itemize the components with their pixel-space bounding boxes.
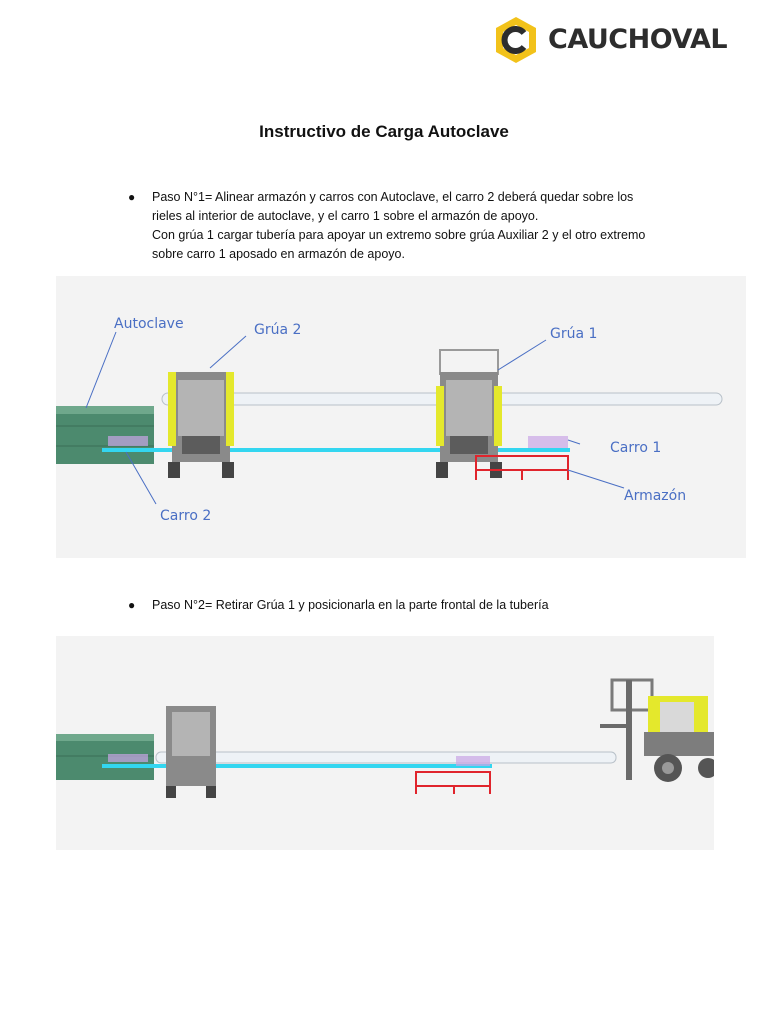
- autoclave-vessel: [56, 734, 154, 780]
- page-title: Instructivo de Carga Autoclave: [259, 122, 509, 141]
- label-armazon: Armazón: [624, 488, 686, 504]
- step-2: ● Paso N°2= Retirar Grúa 1 y posicionarl…: [128, 596, 672, 615]
- forklift-grua-1: [436, 349, 502, 478]
- figure-step-1: Autoclave Grúa 2 Grúa 1 Carro 1 Armazón …: [56, 276, 746, 558]
- rail-track: [102, 764, 492, 768]
- step-2-diagram: [56, 678, 714, 798]
- forklift-grua-1: [600, 678, 714, 782]
- cauchoval-logo-icon: [496, 17, 536, 63]
- forklift-grua-2: [166, 706, 216, 798]
- label-carro-1: Carro 1: [610, 440, 661, 456]
- bullet-icon: ●: [128, 598, 136, 612]
- label-grua-1: Grúa 1: [550, 326, 597, 342]
- armazon-frame: [415, 771, 491, 794]
- step-1-diagram: Autoclave Grúa 2 Grúa 1 Carro 1 Armazón …: [56, 316, 723, 524]
- carro-1: [456, 756, 490, 766]
- callout-arrows: [85, 331, 625, 505]
- forklift-grua-2: [168, 372, 234, 478]
- step-2-line-1: Paso N°2= Retirar Grúa 1 y posicionarla …: [152, 598, 549, 612]
- step-1-line-4: sobre carro 1 aposado en armazón de apoy…: [152, 247, 405, 261]
- label-grua-2: Grúa 2: [254, 322, 301, 338]
- autoclave-vessel: [56, 406, 154, 464]
- label-carro-2: Carro 2: [160, 508, 211, 524]
- step-1-line-2: rieles al interior de autoclave, y el ca…: [152, 209, 539, 223]
- bullet-icon: ●: [128, 190, 136, 204]
- step-1-line-3: Con grúa 1 cargar tubería para apoyar un…: [152, 228, 646, 242]
- step-1-line-1: Paso N°1= Alinear armazón y carros con A…: [152, 190, 634, 204]
- rail-track: [102, 448, 570, 452]
- label-autoclave: Autoclave: [114, 316, 184, 332]
- figure-step-2: [56, 636, 714, 850]
- step-1: ● Paso N°1= Alinear armazón y carros con…: [128, 188, 672, 264]
- brand-name: CAUCHOVAL: [548, 24, 728, 55]
- armazon-frame: [475, 455, 569, 480]
- brand-logo: CAUCHOVAL: [490, 14, 740, 66]
- pipe: [155, 751, 617, 764]
- carro-1: [528, 436, 568, 448]
